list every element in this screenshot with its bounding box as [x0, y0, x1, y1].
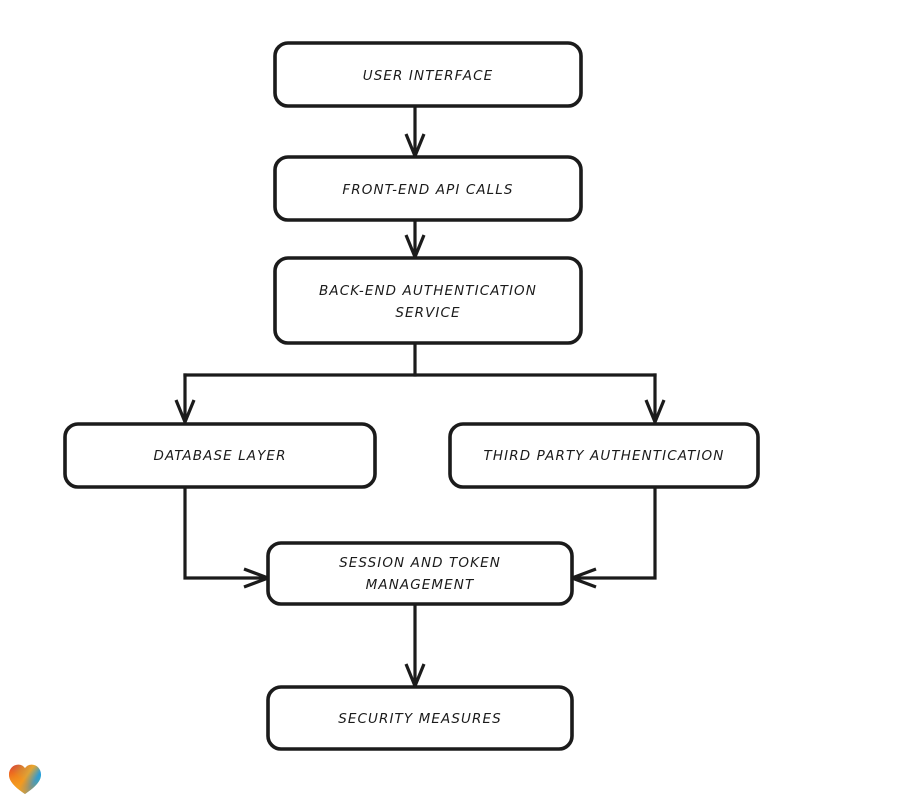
- node-user-interface[interactable]: USER INTERFACE: [273, 41, 583, 108]
- node-security-measures[interactable]: SECURITY MEASURES: [266, 685, 574, 751]
- node-third-party-authentication-box[interactable]: [448, 422, 760, 489]
- edge-user-interface-to-front-end-api-calls: [404, 104, 426, 161]
- edge-back-end-authentication-service-to-third-party-authentication: [644, 373, 666, 427]
- heart-icon-sheen: [9, 764, 41, 794]
- node-session-and-token-management-box[interactable]: [266, 541, 574, 606]
- node-back-end-authentication-service-label-line2: SERVICE: [395, 305, 460, 321]
- node-front-end-api-calls[interactable]: FRONT-END API CALLS: [273, 155, 583, 222]
- node-back-end-authentication-service-label-line1: BACK-END AUTHENTICATION: [319, 283, 537, 299]
- node-session-and-token-management[interactable]: SESSION AND TOKEN MANAGEMENT: [266, 541, 574, 606]
- edge-back-end-authentication-service-branch-bus: [183, 341, 657, 377]
- heart-icon: [9, 764, 41, 794]
- edge-front-end-api-calls-to-back-end-authentication-service: [404, 218, 426, 262]
- node-security-measures-label: SECURITY MEASURES: [338, 711, 502, 727]
- node-user-interface-box[interactable]: [273, 41, 583, 108]
- edge-session-and-token-management-to-security-measures: [404, 602, 426, 691]
- node-session-and-token-management-label-line1: SESSION AND TOKEN: [339, 555, 501, 571]
- node-back-end-authentication-service[interactable]: BACK-END AUTHENTICATION SERVICE: [273, 256, 583, 345]
- node-database-layer-box[interactable]: [63, 422, 377, 489]
- edge-database-layer-to-session-and-token-management: [183, 485, 273, 589]
- node-database-layer-label: DATABASE LAYER: [153, 448, 286, 464]
- node-front-end-api-calls-box[interactable]: [273, 155, 583, 222]
- node-session-and-token-management-label-line2: MANAGEMENT: [366, 577, 475, 593]
- edge-back-end-authentication-service-to-database-layer: [174, 373, 196, 427]
- node-user-interface-label: USER INTERFACE: [363, 68, 493, 84]
- node-third-party-authentication[interactable]: THIRD PARTY AUTHENTICATION: [448, 422, 760, 489]
- node-back-end-authentication-service-box[interactable]: [273, 256, 583, 345]
- node-database-layer[interactable]: DATABASE LAYER: [63, 422, 377, 489]
- node-security-measures-box[interactable]: [266, 685, 574, 751]
- node-front-end-api-calls-label: FRONT-END API CALLS: [342, 182, 513, 198]
- node-third-party-authentication-label: THIRD PARTY AUTHENTICATION: [484, 448, 725, 464]
- edge-third-party-authentication-to-session-and-token-management: [567, 485, 657, 589]
